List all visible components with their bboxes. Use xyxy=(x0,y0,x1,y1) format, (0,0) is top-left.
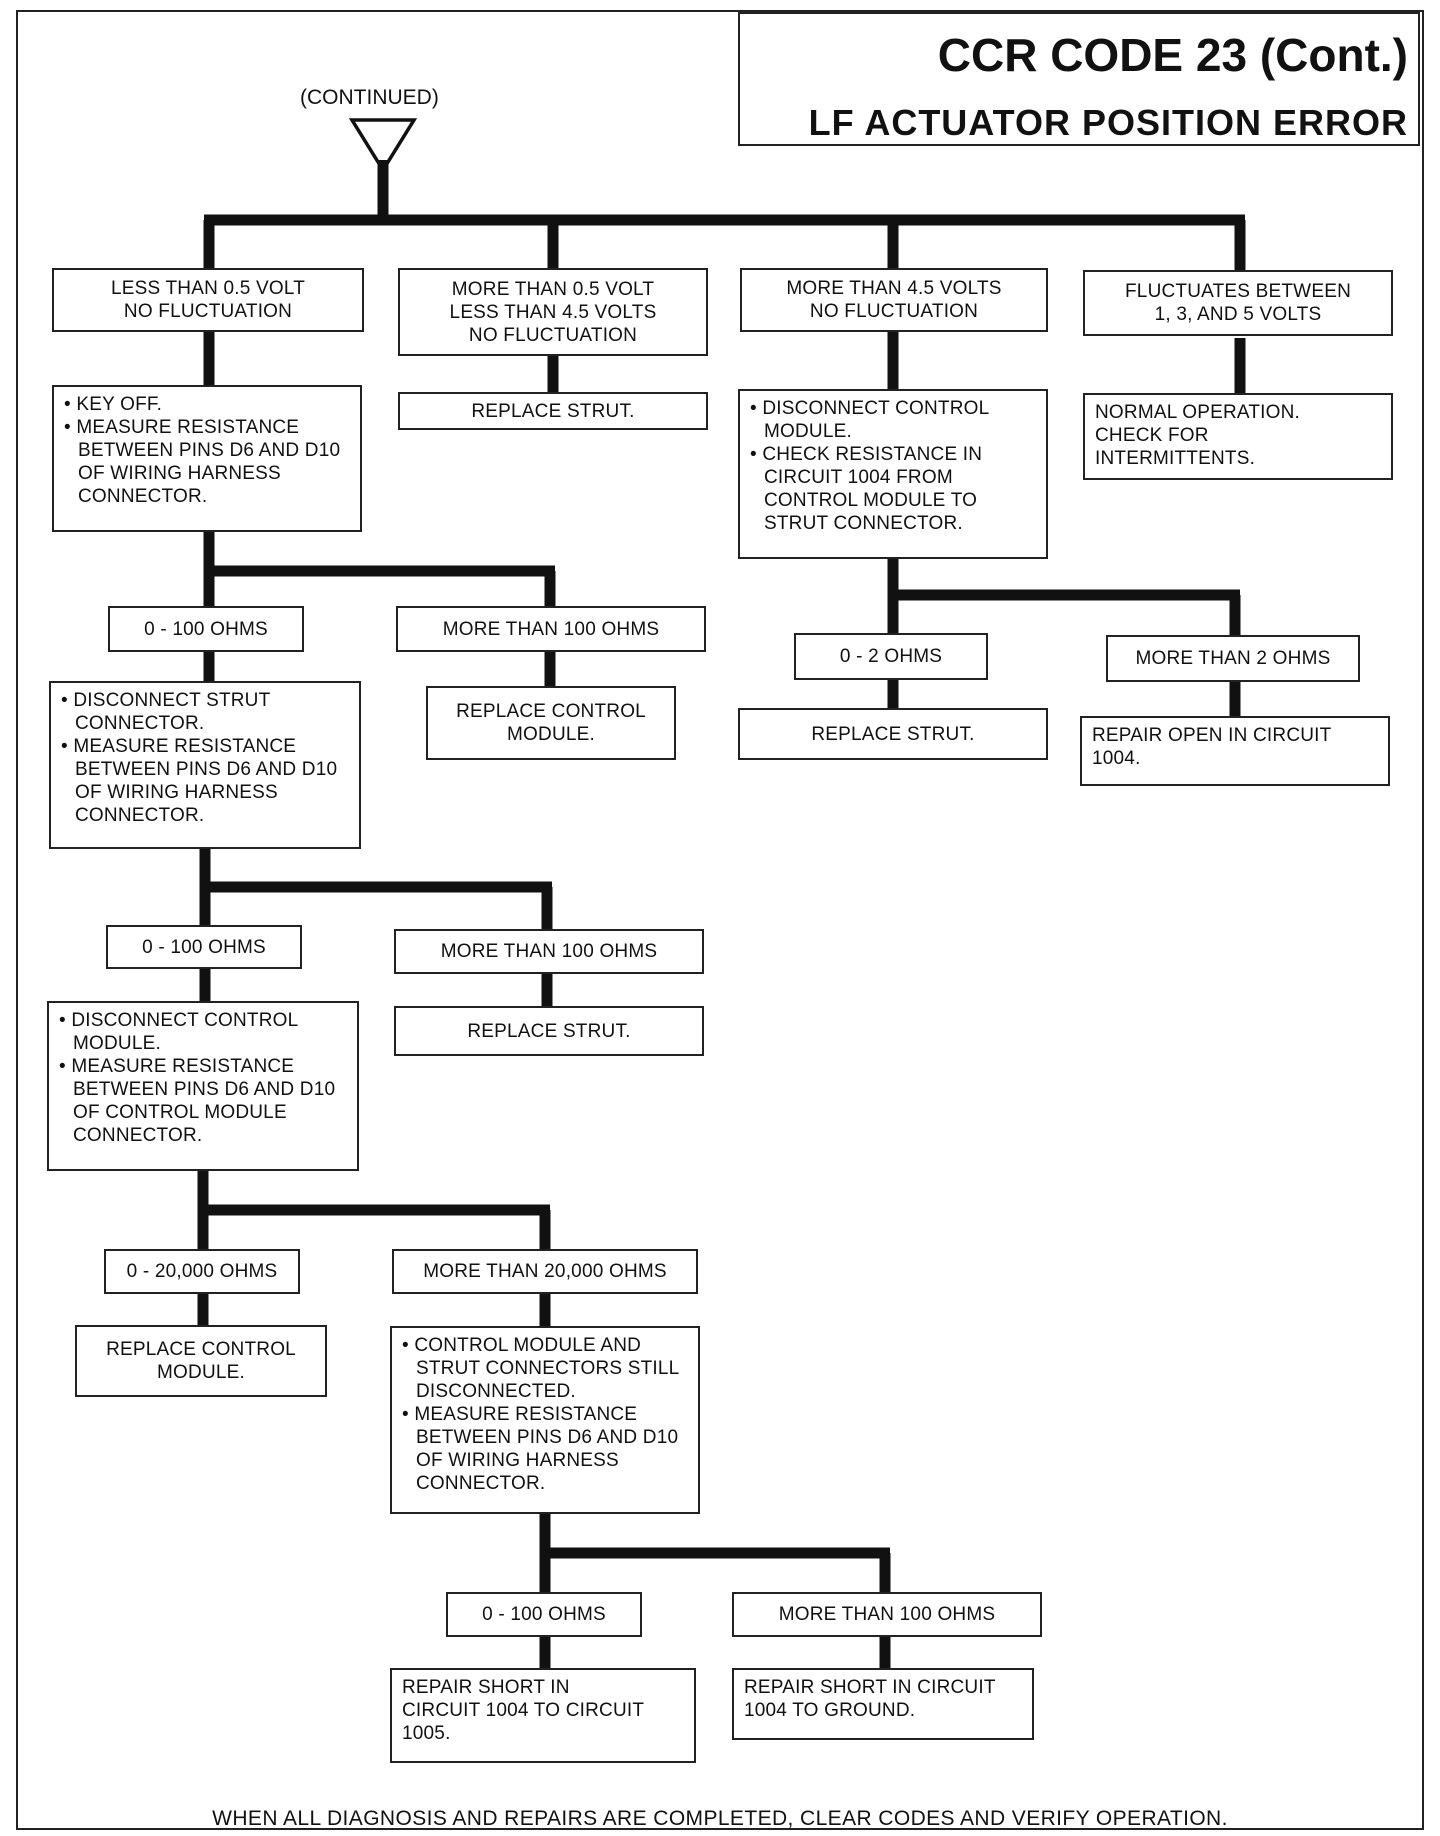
condition-text: FLUCTUATES BETWEEN xyxy=(1125,281,1351,302)
action-text: 1004. xyxy=(1092,748,1141,769)
step-bullet: • MEASURE RESISTANCE BETWEEN PINS D6 AND… xyxy=(402,1404,679,1494)
condition-text: NO FLUCTUATION xyxy=(123,301,293,322)
page-title: CCR CODE 23 (Cont.) xyxy=(937,29,1408,81)
step-bullet: • KEY OFF. xyxy=(64,394,163,415)
action-text: MODULE. xyxy=(507,724,595,745)
result-more-than-100-ohms-2: MORE THAN 100 OHMS xyxy=(394,929,704,974)
step-bullet: • MEASURE RESISTANCE BETWEEN PINS D6 AND… xyxy=(61,736,338,826)
action-text: REPLACE STRUT. xyxy=(467,1020,631,1042)
result-more-than-20000-ohms: MORE THAN 20,000 OHMS xyxy=(392,1249,698,1294)
step-disconnect-strut: • DISCONNECT STRUT CONNECTOR. • MEASURE … xyxy=(49,681,361,849)
action-replace-strut-high: REPLACE STRUT. xyxy=(738,708,1048,760)
step-connectors-still-disconnected: • CONTROL MODULE AND STRUT CONNECTORS ST… xyxy=(390,1326,700,1514)
condition-text: NO FLUCTUATION xyxy=(809,301,979,322)
action-text: REPLACE CONTROL xyxy=(456,701,646,722)
step-bullet: • DISCONNECT CONTROL MODULE. xyxy=(59,1010,298,1054)
result-text: MORE THAN 100 OHMS xyxy=(440,941,658,962)
action-text: REPAIR SHORT IN xyxy=(402,1677,570,1698)
page-subtitle: LF ACTUATOR POSITION ERROR xyxy=(808,102,1408,143)
continued-label: (CONTINUED) xyxy=(300,86,439,109)
result-more-than-2-ohms: MORE THAN 2 OHMS xyxy=(1106,635,1360,682)
action-text: NORMAL OPERATION. xyxy=(1095,402,1301,423)
condition-text: NO FLUCTUATION xyxy=(468,324,638,346)
result-text: 0 - 100 OHMS xyxy=(482,1604,606,1625)
action-text: CHECK FOR xyxy=(1095,425,1209,446)
action-text: INTERMITTENTS. xyxy=(1095,448,1256,469)
result-more-than-100-ohms-4: MORE THAN 100 OHMS xyxy=(732,1592,1042,1637)
result-text: MORE THAN 20,000 OHMS xyxy=(423,1261,667,1282)
result-more-than-100-ohms-1: MORE THAN 100 OHMS xyxy=(396,606,706,652)
action-text: 1005. xyxy=(402,1723,451,1744)
action-text: REPAIR SHORT IN CIRCUIT xyxy=(744,1677,996,1698)
title-box: CCR CODE 23 (Cont.) LF ACTUATOR POSITION… xyxy=(738,12,1420,146)
result-0-20000-ohms: 0 - 20,000 OHMS xyxy=(104,1249,300,1294)
page-frame xyxy=(16,10,1424,1830)
footer-note: WHEN ALL DIAGNOSIS AND REPAIRS ARE COMPL… xyxy=(212,1807,1228,1830)
action-replace-strut-2: REPLACE STRUT. xyxy=(394,1006,704,1056)
step-disconnect-control-module: • DISCONNECT CONTROL MODULE. • MEASURE R… xyxy=(47,1001,359,1171)
action-text: REPLACE STRUT. xyxy=(811,723,975,745)
condition-text: MORE THAN 4.5 VOLTS xyxy=(786,278,1002,299)
continued-triangle xyxy=(348,118,418,174)
action-text: 1004 TO GROUND. xyxy=(744,1700,916,1721)
condition-text: LESS THAN 0.5 VOLT xyxy=(110,278,306,299)
action-text: MODULE. xyxy=(157,1362,245,1383)
result-text: 0 - 20,000 OHMS xyxy=(126,1261,278,1282)
action-normal-operation: NORMAL OPERATION. CHECK FOR INTERMITTENT… xyxy=(1083,393,1393,480)
action-repair-short-1004-to-ground: REPAIR SHORT IN CIRCUIT 1004 TO GROUND. xyxy=(732,1668,1034,1740)
result-text: MORE THAN 2 OHMS xyxy=(1135,648,1331,669)
condition-text: 1, 3, AND 5 VOLTS xyxy=(1154,304,1322,325)
result-text: 0 - 100 OHMS xyxy=(144,618,268,640)
step-check-circuit-1004: • DISCONNECT CONTROL MODULE. • CHECK RES… xyxy=(738,389,1048,559)
step-bullet: • DISCONNECT CONTROL MODULE. xyxy=(750,398,989,442)
action-text: REPAIR OPEN IN CIRCUIT xyxy=(1092,725,1332,746)
result-text: 0 - 2 OHMS xyxy=(839,646,943,667)
action-repair-short-1004-to-1005: REPAIR SHORT IN CIRCUIT 1004 TO CIRCUIT … xyxy=(390,1668,696,1763)
step-bullet: • DISCONNECT STRUT CONNECTOR. xyxy=(61,690,271,734)
action-repair-open-1004: REPAIR OPEN IN CIRCUIT 1004. xyxy=(1080,716,1390,786)
result-0-100-ohms-1: 0 - 100 OHMS xyxy=(108,606,304,652)
step-key-off-measure: • KEY OFF. • MEASURE RESISTANCE BETWEEN … xyxy=(52,385,362,532)
condition-text: LESS THAN 4.5 VOLTS xyxy=(449,301,657,323)
result-text: MORE THAN 100 OHMS xyxy=(442,618,660,640)
step-bullet: • CONTROL MODULE AND STRUT CONNECTORS ST… xyxy=(402,1335,679,1402)
result-text: MORE THAN 100 OHMS xyxy=(778,1604,996,1625)
action-text: REPLACE STRUT. xyxy=(471,400,635,422)
result-0-100-ohms-2: 0 - 100 OHMS xyxy=(106,925,302,969)
action-text: REPLACE CONTROL xyxy=(106,1339,296,1360)
action-replace-strut-mid: REPLACE STRUT. xyxy=(398,392,708,430)
step-bullet: • CHECK RESISTANCE IN CIRCUIT 1004 FROM … xyxy=(750,444,983,534)
result-text: 0 - 100 OHMS xyxy=(142,936,266,958)
condition-text: MORE THAN 0.5 VOLT xyxy=(451,278,655,300)
result-0-100-ohms-4: 0 - 100 OHMS xyxy=(446,1592,642,1637)
result-0-2-ohms: 0 - 2 OHMS xyxy=(794,633,988,680)
step-bullet: • MEASURE RESISTANCE BETWEEN PINS D6 AND… xyxy=(64,417,341,507)
action-text: CIRCUIT 1004 TO CIRCUIT xyxy=(402,1700,645,1721)
step-bullet: • MEASURE RESISTANCE BETWEEN PINS D6 AND… xyxy=(59,1056,336,1146)
